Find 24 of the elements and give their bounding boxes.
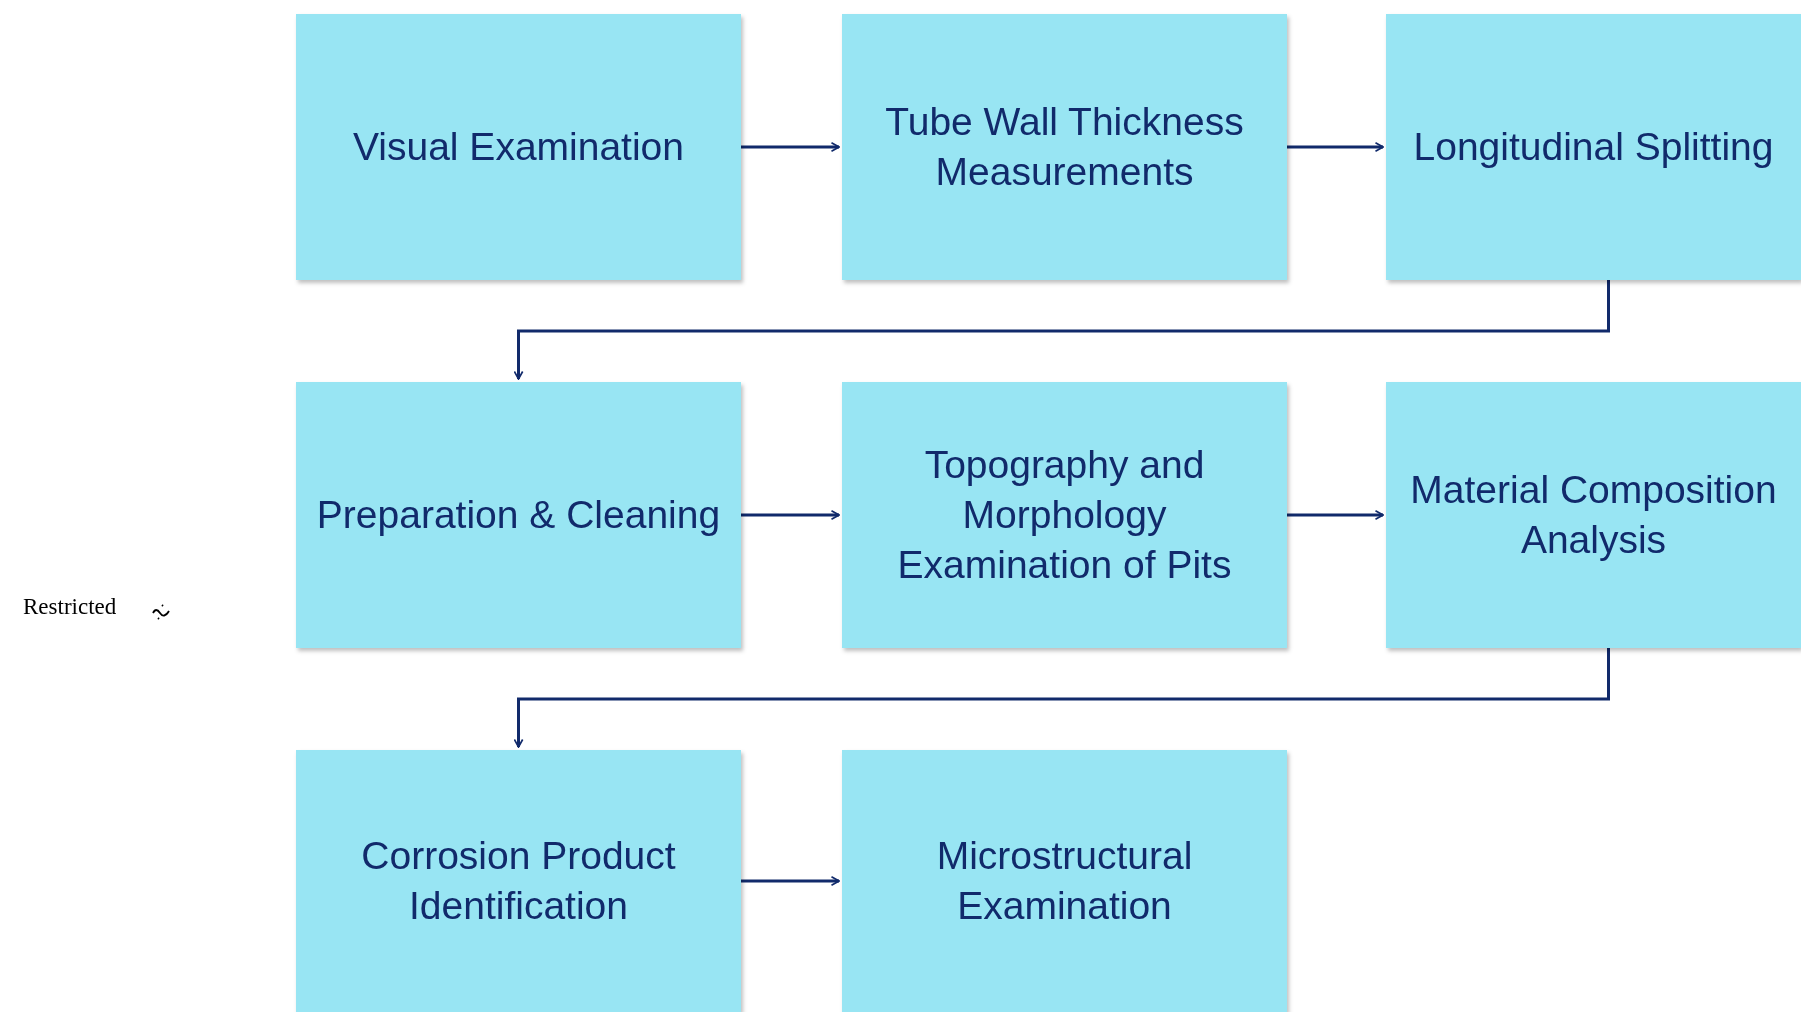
step-label: Topography and Morphology Examination of Pits xyxy=(896,442,1233,588)
arrow xyxy=(1287,510,1384,520)
process-box xyxy=(842,14,1287,280)
arrow xyxy=(741,876,840,886)
arrow xyxy=(741,510,840,520)
process-box xyxy=(1386,14,1801,280)
step-label: Microstructural Examination xyxy=(935,833,1194,929)
arrow xyxy=(513,280,1610,380)
process-box xyxy=(842,382,1287,648)
process-box xyxy=(296,382,741,648)
step-label: Corrosion Product Identification xyxy=(360,833,677,929)
arrow xyxy=(1287,142,1384,152)
arrow xyxy=(513,648,1610,748)
process-box xyxy=(842,750,1287,1012)
step-label: Material Composition Analysis xyxy=(1409,467,1778,563)
classification-label: Restricted xyxy=(23,594,117,620)
arrow xyxy=(741,142,840,152)
process-box xyxy=(296,750,741,1012)
process-box xyxy=(296,14,741,280)
step-label: Tube Wall Thickness Measurements xyxy=(884,99,1245,195)
step-label: Longitudinal Splitting xyxy=(1413,124,1774,171)
process-box xyxy=(1386,382,1801,648)
step-label: Visual Examination xyxy=(353,124,684,171)
step-label: Preparation & Cleaning xyxy=(316,492,721,539)
